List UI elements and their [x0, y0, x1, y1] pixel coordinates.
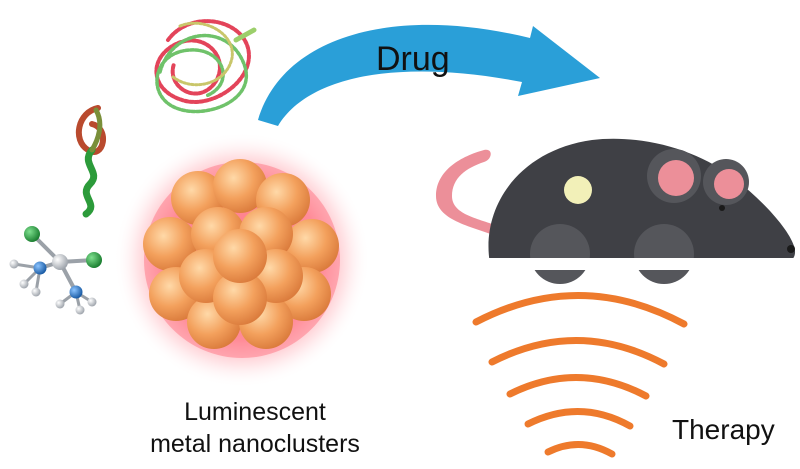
peptide-ribbon-icon — [76, 105, 106, 218]
cisplatin-molecule-icon — [9, 226, 102, 315]
caption-line-1: Luminescent — [184, 398, 326, 426]
therapy-label: Therapy — [672, 414, 775, 445]
mouse-icon — [436, 138, 796, 284]
nanocluster-spheres — [143, 159, 339, 349]
protein-coil-icon — [154, 19, 257, 114]
nanocluster-icon — [114, 132, 370, 388]
nanocluster-caption: Luminescent metal nanoclusters — [120, 396, 390, 460]
therapy-waves-icon — [472, 292, 688, 458]
drug-label: Drug — [376, 40, 450, 78]
caption-line-2: metal nanoclusters — [150, 430, 360, 458]
curved-arrow-icon — [258, 24, 600, 126]
